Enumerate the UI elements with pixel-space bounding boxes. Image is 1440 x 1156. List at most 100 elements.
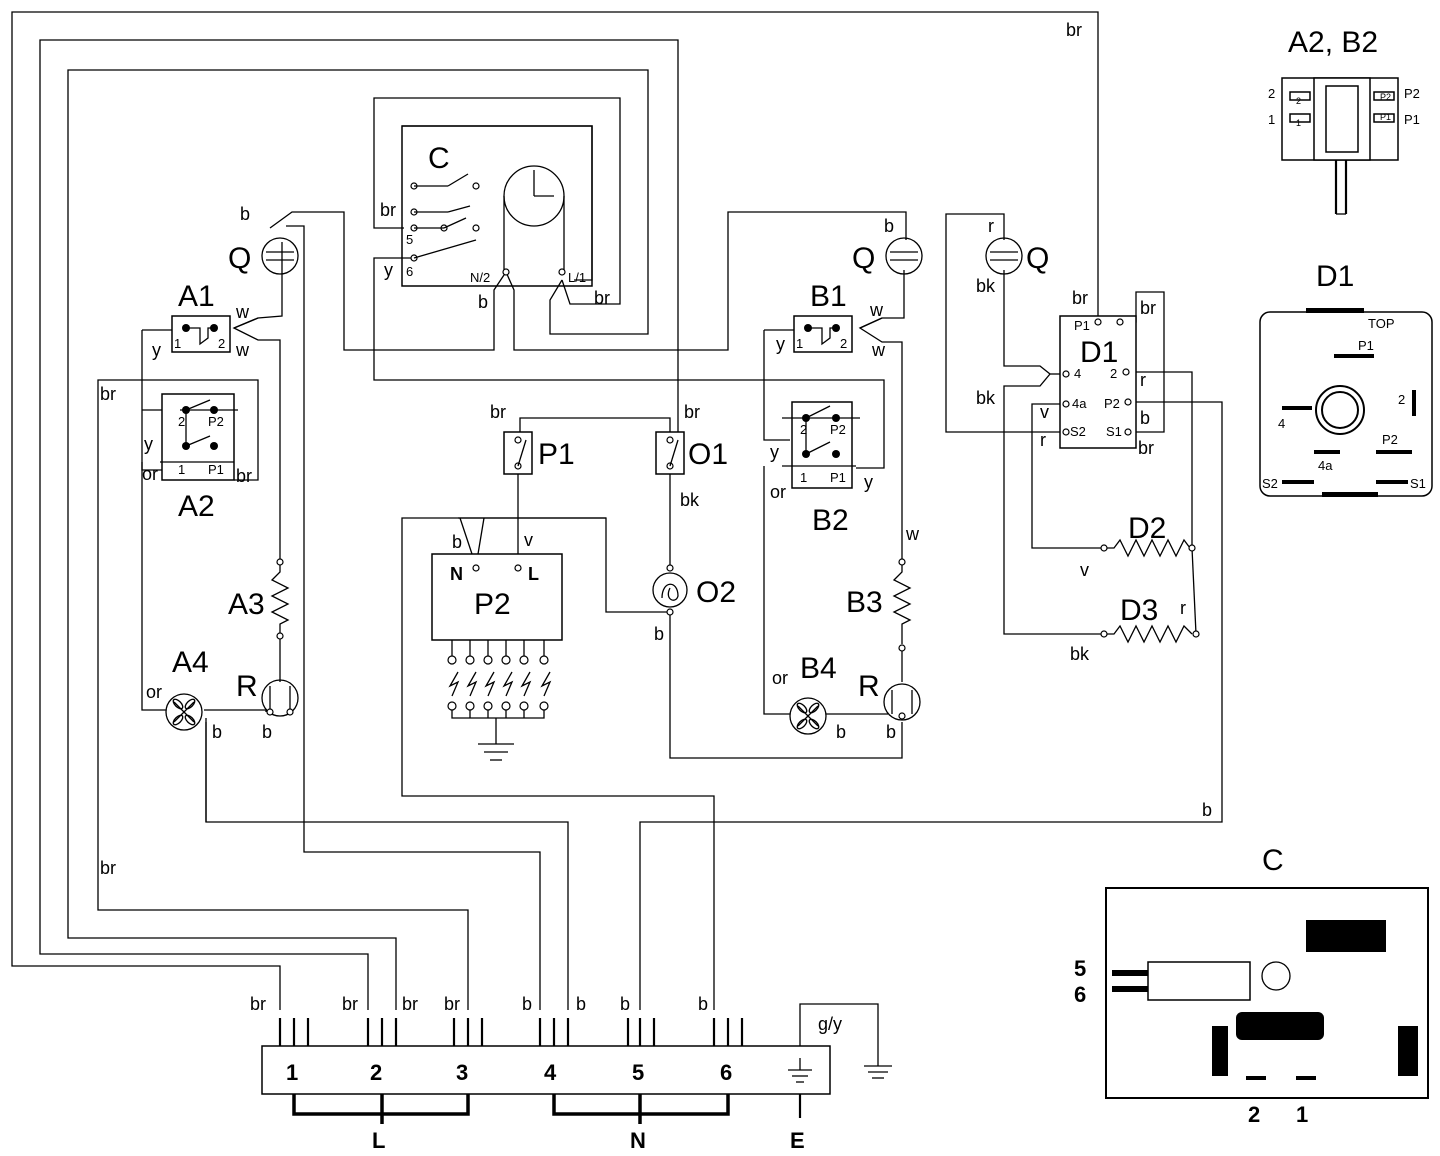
svg-text:C: C bbox=[1262, 844, 1284, 877]
svg-text:1: 1 bbox=[1268, 112, 1275, 127]
svg-text:2: 2 bbox=[1268, 86, 1275, 101]
svg-text:A1: A1 bbox=[178, 280, 215, 313]
svg-text:b: b bbox=[1202, 800, 1212, 820]
svg-text:Q: Q bbox=[852, 242, 875, 275]
external-earth bbox=[864, 1065, 892, 1079]
relay-r-right: R b bbox=[858, 670, 921, 742]
switch-b1: 1 2 B1 w w y bbox=[764, 280, 886, 360]
svg-text:bk: bk bbox=[1070, 644, 1090, 664]
svg-text:or: or bbox=[146, 682, 162, 702]
svg-text:S2: S2 bbox=[1262, 476, 1278, 491]
svg-text:O1: O1 bbox=[688, 438, 728, 471]
svg-text:D1: D1 bbox=[1316, 260, 1354, 293]
svg-text:6: 6 bbox=[406, 264, 413, 279]
svg-text:A2: A2 bbox=[178, 490, 215, 523]
svg-text:r: r bbox=[1040, 430, 1046, 450]
svg-text:b: b bbox=[884, 216, 894, 236]
svg-text:2: 2 bbox=[218, 336, 225, 351]
svg-text:or: or bbox=[770, 482, 786, 502]
terminal-3: 3 bbox=[456, 1060, 468, 1085]
thermostat-q-d: Q r bk bbox=[976, 216, 1049, 296]
svg-text:w: w bbox=[869, 300, 884, 320]
svg-text:or: or bbox=[772, 668, 788, 688]
svg-text:2: 2 bbox=[1110, 366, 1117, 381]
svg-text:v: v bbox=[524, 530, 533, 550]
svg-text:b: b bbox=[886, 722, 896, 742]
fan-a4: A4 or b bbox=[146, 646, 222, 742]
svg-text:b: b bbox=[212, 722, 222, 742]
svg-text:P2: P2 bbox=[474, 588, 511, 621]
svg-text:br: br bbox=[236, 466, 252, 486]
svg-text:2: 2 bbox=[178, 414, 185, 429]
earth-symbol bbox=[788, 1058, 812, 1118]
label-c: C bbox=[428, 142, 450, 175]
svg-text:P1: P1 bbox=[1074, 318, 1090, 333]
svg-text:L/1: L/1 bbox=[568, 270, 586, 285]
svg-text:D2: D2 bbox=[1128, 512, 1166, 545]
module-p2: N L P2 b bbox=[431, 532, 563, 761]
svg-text:br: br bbox=[1140, 298, 1156, 318]
energy-regulator-d1: P1 D1 4 2 4a P2 S2 S1 br br r b br bk v … bbox=[976, 288, 1156, 458]
svg-text:b: b bbox=[262, 722, 272, 742]
detail-d1: D1 TOP P1 2 4 P2 4a S2 S1 bbox=[1259, 260, 1433, 497]
svg-text:2: 2 bbox=[800, 422, 807, 437]
svg-text:P2: P2 bbox=[208, 414, 224, 429]
svg-text:P2: P2 bbox=[1104, 396, 1120, 411]
svg-text:B2: B2 bbox=[812, 504, 849, 537]
svg-text:v: v bbox=[1080, 560, 1089, 580]
svg-text:br: br bbox=[1072, 288, 1088, 308]
svg-text:br: br bbox=[250, 994, 266, 1014]
svg-text:b: b bbox=[452, 532, 462, 552]
svg-text:P2: P2 bbox=[830, 422, 846, 437]
svg-text:Q: Q bbox=[228, 242, 251, 275]
thermostat-q-left: Q b bbox=[228, 204, 299, 275]
svg-text:b: b bbox=[836, 722, 846, 742]
svg-text:br: br bbox=[380, 200, 396, 220]
svg-text:br: br bbox=[1066, 20, 1082, 40]
svg-text:b: b bbox=[1140, 408, 1150, 428]
svg-text:P1: P1 bbox=[538, 438, 575, 471]
svg-text:P1: P1 bbox=[208, 462, 224, 477]
svg-text:1: 1 bbox=[1296, 1102, 1308, 1127]
svg-text:S2: S2 bbox=[1070, 424, 1086, 439]
switch-a1: 1 2 A1 w w y bbox=[142, 280, 250, 360]
svg-text:4: 4 bbox=[1278, 416, 1285, 431]
svg-text:4a: 4a bbox=[1072, 396, 1087, 411]
svg-text:1: 1 bbox=[800, 470, 807, 485]
svg-text:S1: S1 bbox=[1410, 476, 1426, 491]
group-e: E bbox=[790, 1128, 805, 1153]
svg-text:r: r bbox=[988, 216, 994, 236]
svg-text:r: r bbox=[1180, 598, 1186, 618]
svg-text:A3: A3 bbox=[228, 588, 265, 621]
svg-text:R: R bbox=[236, 670, 258, 703]
svg-text:2: 2 bbox=[1248, 1102, 1260, 1127]
svg-text:P2: P2 bbox=[1380, 92, 1391, 102]
svg-text:br: br bbox=[490, 402, 506, 422]
svg-text:b: b bbox=[698, 994, 708, 1014]
svg-text:S1: S1 bbox=[1106, 424, 1122, 439]
heater-d2: D2 v bbox=[1080, 512, 1196, 580]
svg-text:b: b bbox=[620, 994, 630, 1014]
svg-text:w: w bbox=[235, 340, 250, 360]
terminal-5: 5 bbox=[632, 1060, 644, 1085]
heater-b3: w B3 bbox=[846, 524, 920, 682]
svg-text:1: 1 bbox=[1296, 118, 1301, 128]
svg-text:1: 1 bbox=[796, 336, 803, 351]
switch-a2: 2 P2 1 P1 A2 br y or br bbox=[100, 384, 252, 523]
svg-text:br: br bbox=[342, 994, 358, 1014]
svg-text:br: br bbox=[444, 994, 460, 1014]
svg-text:or: or bbox=[142, 464, 158, 484]
svg-text:B3: B3 bbox=[846, 586, 883, 619]
svg-text:B1: B1 bbox=[810, 280, 847, 313]
svg-text:4: 4 bbox=[1074, 366, 1081, 381]
relay-r-left: R b bbox=[236, 670, 299, 742]
svg-text:y: y bbox=[144, 434, 153, 454]
svg-text:b: b bbox=[522, 994, 532, 1014]
fan-b4: B4 or b bbox=[772, 652, 846, 742]
switch-o1: O1 br bk bbox=[655, 402, 728, 510]
svg-text:A4: A4 bbox=[172, 646, 209, 679]
svg-text:r: r bbox=[1140, 370, 1146, 390]
terminal-block: 1 2 3 4 5 6 g/y L N E br br br br b bbox=[250, 994, 892, 1153]
